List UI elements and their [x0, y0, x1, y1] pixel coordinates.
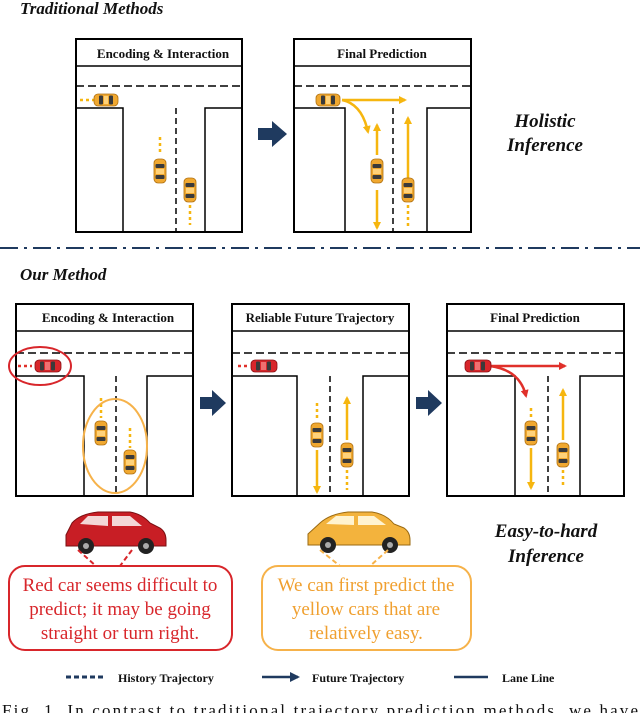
car-icon — [524, 420, 538, 446]
car-icon — [401, 177, 415, 203]
car-icon — [340, 442, 354, 468]
yellow-bubble-line-2: yellow cars that are — [292, 599, 440, 620]
yellow-speech-bubble: We can first predict the yellow cars tha… — [261, 549, 472, 651]
bottom-panel-2-title: Reliable Future Trajectory — [246, 310, 395, 325]
car-icon — [93, 93, 119, 107]
car-icon — [315, 93, 341, 107]
section-title-ours: Our Method — [20, 265, 107, 284]
bottom-panel-final: Final Prediction — [446, 303, 625, 497]
bottom-panel-reliable: Reliable Future Trajectory — [231, 303, 410, 497]
easy-to-hard-label-1: Easy-to-hard — [494, 521, 598, 542]
holistic-label-1: Holistic — [513, 111, 576, 132]
car-icon — [310, 422, 324, 448]
step-arrow-icon — [416, 390, 442, 416]
legend-lane-label: Lane Line — [502, 671, 555, 685]
car-icon — [94, 420, 108, 446]
red-speech-bubble: Red car seems difficult to predict; it m… — [8, 549, 233, 651]
step-arrow-icon — [258, 121, 287, 147]
easy-to-hard-label-2: Inference — [507, 546, 585, 567]
yellow-bubble-line-1: We can first predict the — [278, 575, 455, 596]
top-panel-2-title: Final Prediction — [337, 46, 427, 61]
red-bubble-line-3: straight or turn right. — [41, 623, 199, 644]
legend-future-label: Future Trajectory — [312, 671, 404, 685]
section-title-traditional: Traditional Methods — [20, 0, 164, 18]
holistic-label-2: Inference — [506, 135, 584, 156]
red-car-icon — [464, 359, 492, 373]
red-car-illustration — [65, 511, 167, 554]
car-icon — [183, 177, 197, 203]
car-icon — [370, 158, 384, 184]
figure-caption: Fig. 1. In contrast to traditional traje… — [2, 701, 638, 713]
red-car-icon — [250, 359, 278, 373]
car-icon — [556, 442, 570, 468]
top-panel-1-title: Encoding & Interaction — [97, 46, 230, 61]
bottom-panel-1-title: Encoding & Interaction — [42, 310, 175, 325]
bottom-panel-3-title: Final Prediction — [490, 310, 580, 325]
step-arrow-icon — [200, 390, 226, 416]
top-panel-final: Final Prediction — [293, 38, 472, 233]
legend-history-label: History Trajectory — [118, 671, 214, 685]
red-car-icon — [34, 359, 62, 373]
top-panel-encoding: Encoding & Interaction — [75, 38, 243, 233]
red-bubble-line-2: predict; it may be going — [29, 599, 211, 620]
legend: History Trajectory Future Trajectory Lan… — [66, 671, 555, 685]
yellow-bubble-line-3: relatively easy. — [309, 623, 423, 644]
red-bubble-line-1: Red car seems difficult to — [23, 575, 218, 596]
yellow-car-illustration — [307, 511, 411, 553]
bottom-panel-encoding: Encoding & Interaction — [8, 303, 194, 497]
car-icon — [153, 158, 167, 184]
car-icon — [123, 449, 137, 475]
